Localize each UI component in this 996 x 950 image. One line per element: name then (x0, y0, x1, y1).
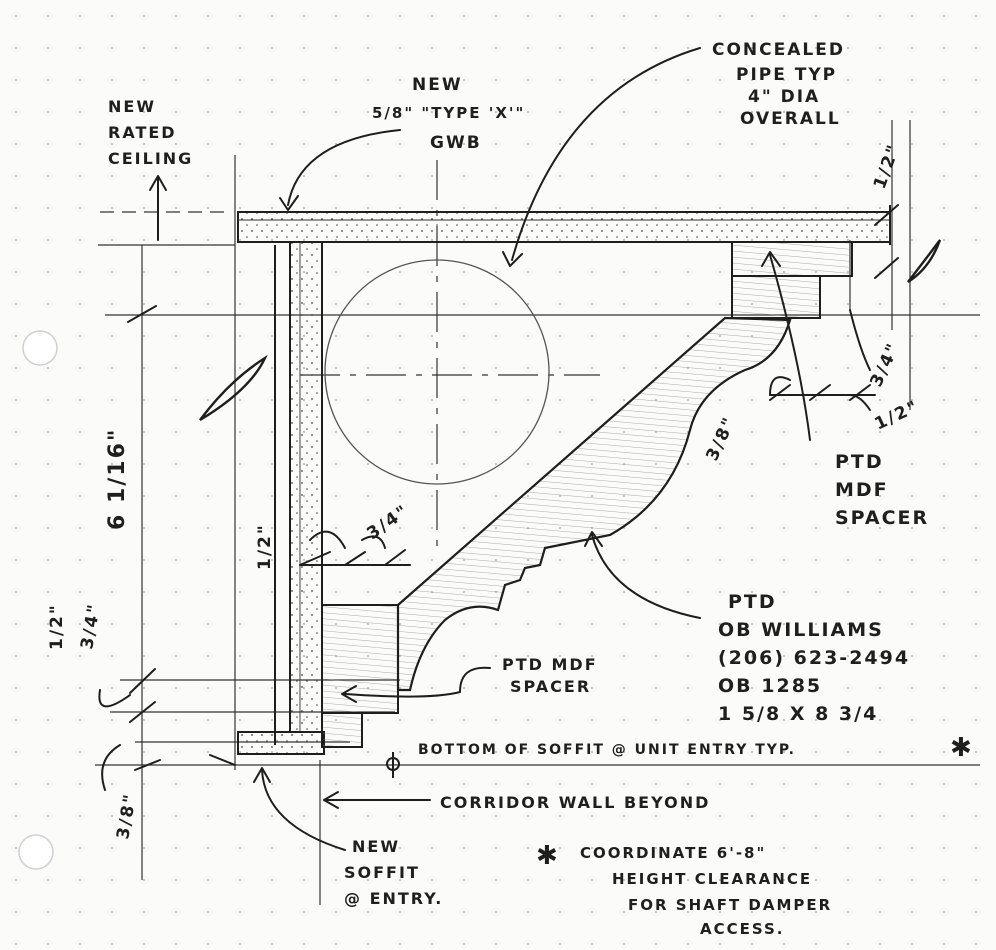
note-bottom-of-soffit: BOTTOM OF SOFFIT @ UNIT ENTRY TYP. (418, 742, 796, 758)
concealed-pipe (324, 259, 550, 485)
mdf-spacer-right-line-2: MDF (835, 479, 889, 501)
note-corridor-wall: CORRIDOR WALL BEYOND (440, 793, 710, 812)
new-gwb-line-3: GWB (430, 133, 482, 153)
ceiling-line-1: NEW (108, 97, 156, 116)
dim-overall-height: 6 1/16" (105, 428, 130, 530)
coordinate-line-1: COORDINATE 6'-8" (580, 844, 766, 862)
mdf-spacer-left-line-2: SPACER (510, 677, 591, 696)
note-coordinate: ✱ COORDINATE 6'-8" HEIGHT CLEARANCE FOR … (536, 841, 832, 938)
dim-mid-half: 1/2" (255, 523, 275, 570)
coordinate-line-3: FOR SHAFT DAMPER (628, 896, 832, 914)
break-mark-right (907, 239, 942, 284)
note-mdf-spacer-right: PTD MDF SPACER (835, 451, 929, 529)
rated-ceiling-gwb (237, 205, 891, 245)
dim-left-half: 1/2" (47, 603, 67, 650)
note-new-gwb: NEW 5/8" "TYPE 'X'" GWB (372, 75, 525, 153)
star-symbol-upper: ✱ (950, 733, 974, 763)
note-mdf-spacer-left: PTD MDF SPACER (502, 655, 598, 696)
crown-molding-line-4: OB 1285 (718, 675, 822, 697)
crown-molding-line-5: 1 5/8 X 8 3/4 (718, 703, 878, 725)
concealed-pipe-line-1: CONCEALED (712, 40, 845, 60)
binder-hole-upper (22, 330, 58, 366)
mdf-spacer-left-line-1: PTD MDF (502, 655, 598, 674)
construction-lines (95, 120, 980, 905)
ceiling-line-3: CEILING (108, 149, 193, 168)
new-soffit-line-2: SOFFIT (344, 863, 420, 882)
note-concealed-pipe: CONCEALED PIPE TYP 4" DIA OVERALL (712, 40, 845, 129)
note-new-soffit: NEW SOFFIT @ ENTRY. (344, 837, 443, 908)
mdf-spacer-upper-right (731, 241, 853, 319)
new-gwb-line-2: 5/8" "TYPE 'X'" (372, 104, 525, 122)
new-soffit-line-3: @ ENTRY. (344, 889, 443, 908)
binder-hole-lower (18, 834, 54, 870)
new-soffit-line-1: NEW (352, 837, 400, 856)
mdf-spacer-right-line-3: SPACER (835, 507, 929, 529)
dimension-ticks (127, 204, 899, 771)
break-mark-left (199, 354, 268, 422)
coordinate-line-4: ACCESS. (700, 920, 785, 938)
crown-molding (396, 316, 792, 692)
crown-molding-line-1: PTD (728, 591, 777, 613)
mdf-spacer-right-line-1: PTD (835, 451, 884, 473)
concealed-pipe-line-4: OVERALL (740, 109, 841, 129)
coordinate-line-2: HEIGHT CLEARANCE (612, 870, 812, 888)
soffit-wall-gwb (237, 241, 325, 755)
bottom-of-soffit-mark (386, 752, 400, 778)
crown-molding-line-3: (206) 623-2494 (718, 647, 910, 669)
leader-lines (98, 47, 871, 851)
concealed-pipe-line-2: PIPE TYP (736, 65, 837, 85)
new-gwb-line-1: NEW (412, 75, 463, 95)
note-new-rated-ceiling: NEW RATED CEILING (108, 97, 193, 168)
concealed-pipe-line-3: 4" DIA (748, 87, 820, 107)
ceiling-line-2: RATED (108, 123, 177, 142)
crown-molding-line-2: OB WILLIAMS (718, 619, 884, 641)
star-symbol-lower: ✱ (536, 841, 560, 871)
note-crown-molding: PTD OB WILLIAMS (206) 623-2494 OB 1285 1… (718, 591, 910, 725)
